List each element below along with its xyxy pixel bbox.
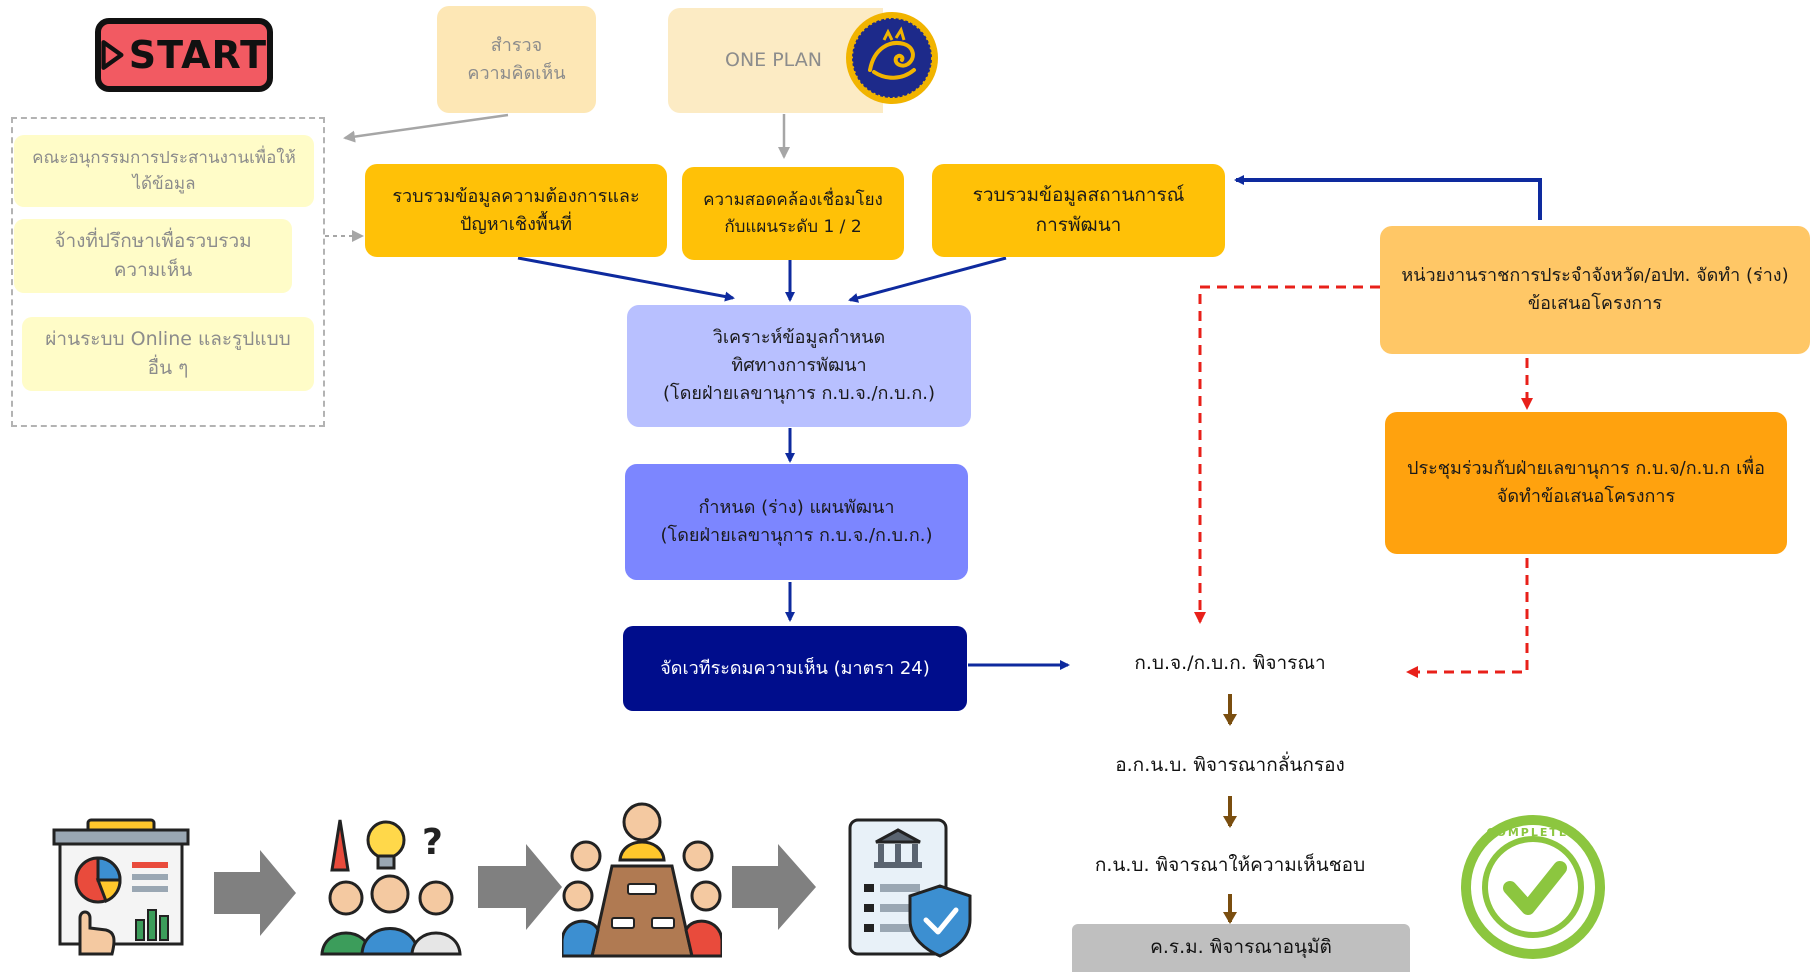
completed-stamp-icon: COMPLETED xyxy=(1458,812,1608,962)
cabinet-approval-box: ค.ร.ม. พิจารณาอนุมัติ xyxy=(1072,924,1410,972)
provincial-committee-step: ก.บ.จ./ก.บ.ก. พิจารณา xyxy=(1134,652,1326,674)
play-icon xyxy=(101,40,124,70)
collect-needs-box: รวบรวมข้อมูลความต้องการและปัญหาเชิงพื้นท… xyxy=(365,164,667,257)
national-committee-step: ก.น.บ. พิจารณาให้ความเห็นชอบ xyxy=(1094,854,1366,876)
cabinet-approval-label: ค.ร.ม. พิจารณาอนุมัติ xyxy=(1150,936,1332,959)
consultant-line2: ความเห็น xyxy=(113,259,193,281)
completed-stamp-label: COMPLETED xyxy=(1486,826,1580,839)
needs-to-analyze-arrow xyxy=(517,256,735,302)
one-plan-label: ONE PLAN xyxy=(725,48,822,71)
process-arrow-3 xyxy=(732,844,816,930)
presentation-chart-icon xyxy=(52,818,190,956)
meeting-box: ประชุมร่วมกับฝ่ายเลขานุการ ก.บ.จ/ก.บ.ก เ… xyxy=(1385,412,1787,554)
svg-text:?: ? xyxy=(422,822,443,863)
meeting-to-consider-dashed-arrow xyxy=(1406,558,1529,678)
screening-subcommittee-step: อ.ก.น.บ. พิจารณากลั่นกรอง xyxy=(1115,754,1345,776)
analyze-line1: วิเคราะห์ข้อมูลกำหนด xyxy=(712,327,886,349)
analyze-line3: (โดยฝ่ายเลขานุการ ก.บ.จ./ก.บ.ก.) xyxy=(663,382,935,404)
process-arrow-1 xyxy=(214,850,296,936)
collect-needs-line2: ปัญหาเชิงพื้นที่ xyxy=(460,213,572,235)
survey-box: สำรวจความคิดเห็น xyxy=(437,6,596,113)
policy-document-icon xyxy=(848,818,972,958)
brainstorm-team-icon: ? xyxy=(320,819,462,956)
consultant-box: จ้างที่ปรึกษาเพื่อรวบรวมความเห็น xyxy=(14,219,292,293)
completed-stamp-graphic xyxy=(1461,815,1605,959)
alignment-line2: กับแผนระดับ 1 / 2 xyxy=(724,216,862,237)
alignment-box: ความสอดคล้องเชื่อมโยงกับแผนระดับ 1 / 2 xyxy=(682,167,904,260)
collect-needs-line1: รวบรวมข้อมูลความต้องการและ xyxy=(392,185,640,207)
subcommittee-line2: ได้ข้อมูล xyxy=(132,174,196,194)
public-hearing-box: จัดเวทีระดมความเห็น (มาตรา 24) xyxy=(623,626,967,711)
agency-to-situation-arrow xyxy=(1234,175,1542,220)
analyze-line2: ทิศทางการพัฒนา xyxy=(731,355,867,377)
meeting-line2: จัดทำข้อเสนอโครงการ xyxy=(1496,486,1676,507)
collect-situation-line2: การพัฒนา xyxy=(1035,213,1122,236)
subcommittee-box: คณะอนุกรรมการประสานงานเพื่อให้ได้ข้อมูล xyxy=(14,135,314,207)
subcommittee-line1: คณะอนุกรรมการประสานงานเพื่อให้ xyxy=(32,147,296,168)
meeting-table-icon xyxy=(562,802,722,958)
online-line2: อื่น ๆ xyxy=(147,357,189,379)
alignment-line1: ความสอดคล้องเชื่อมโยง xyxy=(703,190,883,211)
agency-line1: หน่วยงานราชการประจำจังหวัด/อปท. จัดทำ (ร… xyxy=(1401,265,1789,287)
collect-situation-line1: รวบรวมข้อมูลสถานการณ์ xyxy=(972,184,1185,207)
process-arrow-2 xyxy=(478,844,562,930)
draft-plan-line1: กำหนด (ร่าง) แผนพัฒนา xyxy=(698,497,895,519)
input-methods-group xyxy=(11,117,325,427)
analyze-box: วิเคราะห์ข้อมูลกำหนด ทิศทางการพัฒนา (โดย… xyxy=(627,305,971,427)
draft-plan-line2: (โดยฝ่ายเลขานุการ ก.บ.จ./ก.บ.ก.) xyxy=(660,525,933,546)
agency-box: หน่วยงานราชการประจำจังหวัด/อปท. จัดทำ (ร… xyxy=(1380,226,1810,354)
online-line1: ผ่านระบบ Online และรูปแบบ xyxy=(45,327,291,350)
survey-line1: สำรวจ xyxy=(490,34,543,56)
situation-to-analyze-arrow xyxy=(848,256,1007,303)
meeting-line1: ประชุมร่วมกับฝ่ายเลขานุการ ก.บ.จ/ก.บ.ก เ… xyxy=(1407,458,1765,480)
public-hearing-label: จัดเวทีระดมความเห็น (มาตรา 24) xyxy=(660,657,930,679)
collect-situation-box: รวบรวมข้อมูลสถานการณ์การพัฒนา xyxy=(932,164,1225,257)
province-seal-icon xyxy=(846,12,938,104)
survey-to-group-arrow xyxy=(343,113,509,143)
agency-to-consider-dashed-arrow xyxy=(1194,285,1380,624)
survey-line2: ความคิดเห็น xyxy=(467,62,566,84)
start-label: START xyxy=(128,33,267,77)
start-badge: START xyxy=(95,18,273,92)
draft-plan-box: กำหนด (ร่าง) แผนพัฒนา (โดยฝ่ายเลขานุการ ก… xyxy=(625,464,968,580)
online-box: ผ่านระบบ Online และรูปแบบอื่น ๆ xyxy=(22,317,314,391)
agency-line2: ข้อเสนอโครงการ xyxy=(1527,293,1663,314)
consultant-line1: จ้างที่ปรึกษาเพื่อรวบรวม xyxy=(54,229,252,252)
